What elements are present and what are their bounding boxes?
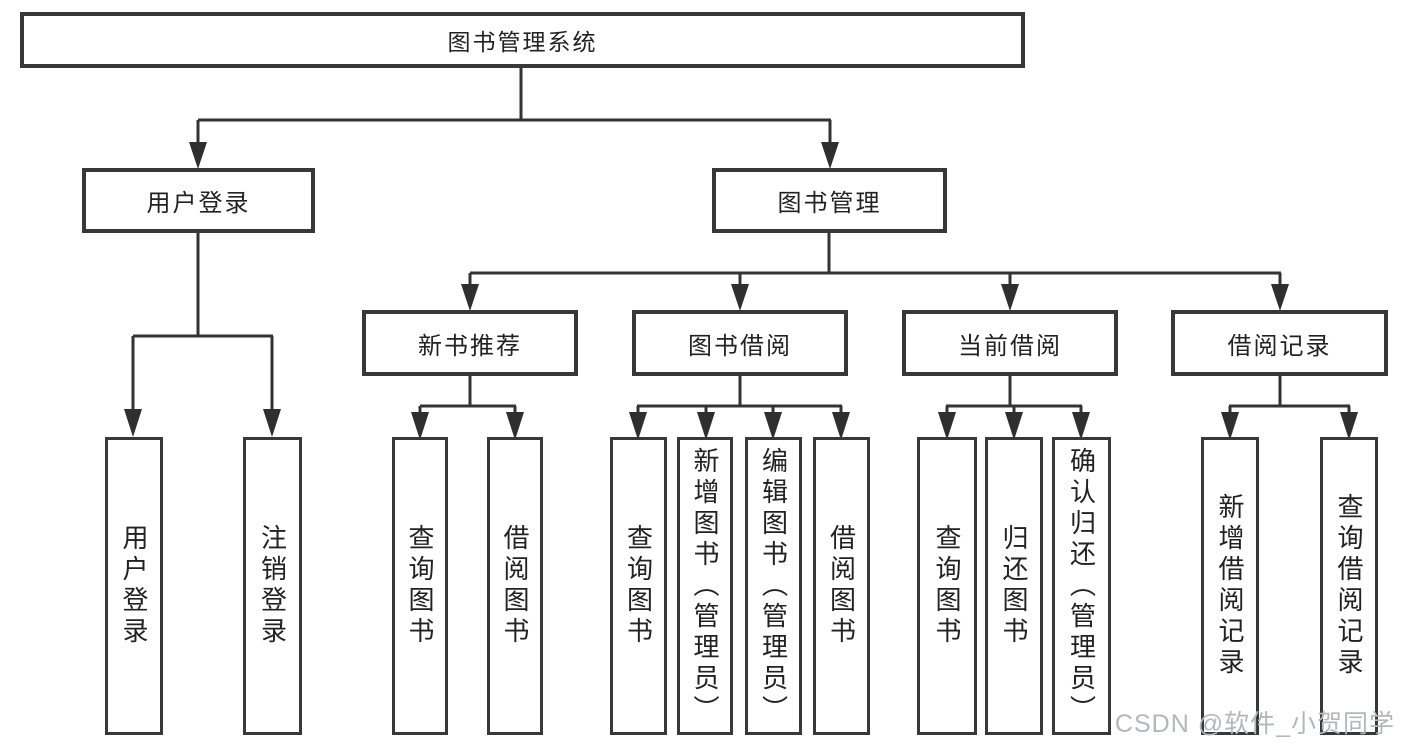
- csdn-watermark: CSDN @软件_小贺同学: [1114, 710, 1395, 738]
- node-borrowing-records: 借阅记录: [1171, 310, 1388, 376]
- leaf-add-borrow-record-label: 新增借阅记录: [1215, 493, 1245, 679]
- node-new-book-recommend: 新书推荐: [362, 310, 578, 376]
- leaf-query-books-current-label: 查询图书: [932, 524, 962, 648]
- leaf-return-books: 归还图书: [985, 437, 1043, 735]
- leaf-query-borrow-record-label: 查询借阅记录: [1334, 493, 1364, 679]
- node-new-book-recommend-label: 新书推荐: [418, 332, 522, 360]
- node-book-management: 图书管理: [712, 168, 947, 233]
- leaf-user-login: 用户登录: [105, 437, 163, 735]
- leaf-query-books-current: 查询图书: [917, 437, 977, 735]
- node-current-borrowing-label: 当前借阅: [958, 332, 1062, 360]
- leaf-borrow-books-recommend-label: 借阅图书: [500, 524, 530, 648]
- leaf-borrow-books: 借阅图书: [813, 437, 870, 735]
- arrowhead-icon: [124, 142, 1358, 440]
- node-user-login: 用户登录: [82, 168, 315, 233]
- node-root-label: 图书管理系统: [447, 29, 598, 55]
- node-current-borrowing: 当前借阅: [902, 310, 1118, 376]
- leaf-add-books-admin: 新增图书（管理员）: [677, 437, 733, 735]
- leaf-edit-books-admin: 编辑图书（管理员）: [745, 437, 802, 735]
- node-user-login-label: 用户登录: [146, 190, 251, 217]
- leaf-query-books-recommend: 查询图书: [392, 437, 448, 735]
- node-borrowing-records-label: 借阅记录: [1227, 332, 1332, 360]
- leaf-add-books-admin-label: 新增图书（管理员）: [690, 446, 720, 726]
- leaf-user-login-label: 用户登录: [119, 524, 149, 648]
- leaf-query-books-recommend-label: 查询图书: [405, 524, 435, 648]
- leaf-edit-books-admin-label: 编辑图书（管理员）: [758, 446, 789, 726]
- leaf-borrow-books-recommend: 借阅图书: [487, 437, 543, 735]
- connector-line: [131, 67, 1351, 417]
- leaf-confirm-return-admin: 确认归还（管理员）: [1052, 437, 1111, 735]
- node-book-management-label: 图书管理: [777, 190, 882, 217]
- leaf-borrow-books-label: 借阅图书: [826, 524, 857, 648]
- leaf-add-borrow-record: 新增借阅记录: [1201, 437, 1259, 735]
- leaf-query-borrow-record: 查询借阅记录: [1320, 437, 1378, 735]
- node-book-borrowing-label: 图书借阅: [688, 332, 792, 360]
- leaf-query-books-borrowing-label: 查询图书: [623, 524, 654, 648]
- node-root-system: 图书管理系统: [20, 12, 1025, 68]
- leaf-logout-label: 注销登录: [257, 524, 288, 648]
- leaf-logout: 注销登录: [243, 437, 302, 735]
- leaf-query-books-borrowing: 查询图书: [610, 437, 667, 735]
- leaf-confirm-return-admin-label: 确认归还（管理员）: [1066, 446, 1097, 726]
- node-book-borrowing: 图书借阅: [632, 310, 848, 376]
- leaf-return-books-label: 归还图书: [999, 524, 1029, 648]
